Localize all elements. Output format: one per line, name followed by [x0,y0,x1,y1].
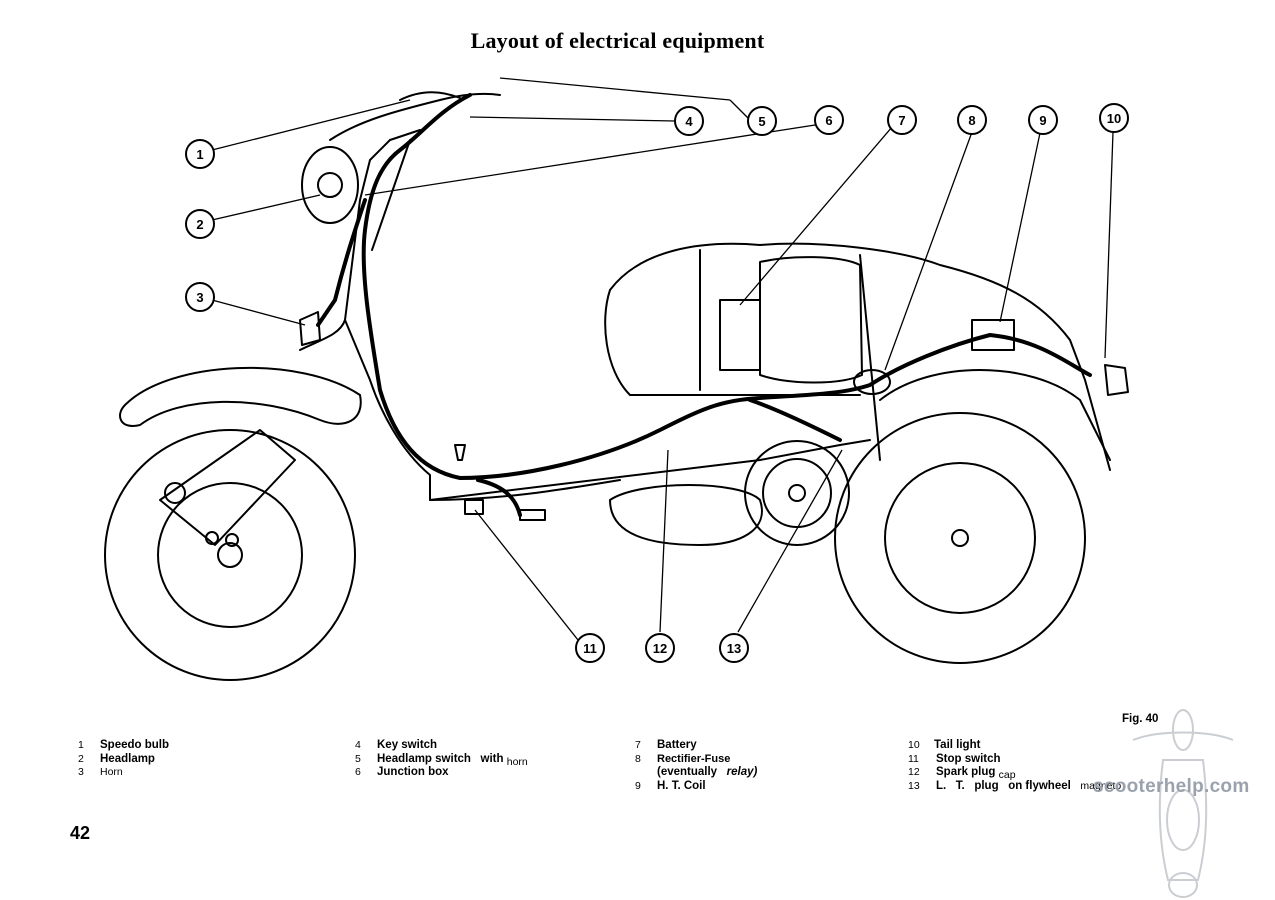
rear-wheel-hub [951,529,969,547]
front-mudguard [119,366,362,427]
callout-11-circle [575,633,605,663]
wiring-branch-front [316,198,367,327]
callout-7: 7 [898,113,905,128]
callout-2-circle [185,209,215,239]
rear-wheel [834,412,1086,664]
callout-5-circle [747,106,777,136]
front-wheel-rim [157,482,303,628]
callout-8: 8 [968,113,975,128]
callout-1: 1 [196,147,203,162]
rectifier [853,369,891,395]
battery [719,299,761,371]
callout-13-circle [719,633,749,663]
callout-6: 6 [825,113,832,128]
page-number: 42 [70,823,91,843]
steering-column [344,129,421,321]
callout-12-circle [645,633,675,663]
stop-switch-part [464,499,484,515]
front-fork [159,429,296,546]
watermark-text: scooterhelp.com [1093,776,1250,797]
callout-9-circle [1028,105,1058,135]
legend-item: (eventually relay) [657,766,758,778]
callout-13: 13 [727,641,741,656]
tail-light [1104,364,1129,396]
callout-4: 4 [685,114,693,129]
handlebar [329,92,501,141]
rear-wheel-rim [884,462,1036,614]
horn-body [299,311,321,346]
callout-1-circle [185,139,215,169]
callout-3-circle [185,282,215,312]
front-wheel-hub [217,542,243,568]
callout-4-circle [674,106,704,136]
headlamp-body [301,146,359,224]
fuel-tank [759,256,863,384]
callout-10: 10 [1107,111,1121,126]
ht-coil [971,319,1015,351]
callout-3: 3 [196,290,203,305]
front-wheel [104,429,356,681]
callout-11: 11 [583,641,597,656]
callout-5: 5 [758,114,765,129]
callout-10-circle [1099,103,1129,133]
callout-7-circle [887,105,917,135]
callout-9: 9 [1039,113,1046,128]
watermark-scooter-image [1132,709,1234,898]
callout-2: 2 [196,217,203,232]
callout-12: 12 [653,641,667,656]
callout-8-circle [957,105,987,135]
rear-mudguard [879,369,1111,461]
callout-6-circle [814,105,844,135]
wiring-branch-stop [476,478,522,517]
wiring-harness-main [361,93,1092,480]
page-title: Layout of electrical equipment [470,28,765,53]
figure-label: Fig. 40 [1122,713,1159,725]
wiring-branch-engine [748,398,842,442]
side-cowl [609,242,1111,471]
